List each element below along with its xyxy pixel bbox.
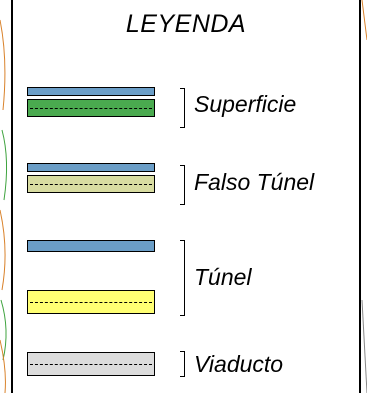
viaducto-label: Viaducto [194,351,284,377]
falso-tunel-swatch [27,163,155,205]
tunel-swatch [27,240,155,320]
tunel-top-band [27,240,155,252]
falso-tunel-bracket [180,165,185,205]
legend-box: LEYENDA [11,0,361,393]
viaducto-centerline [30,364,152,365]
tunel-bottom-band [27,290,155,314]
falso-tunel-label: Falso Túnel [194,169,315,195]
viaducto-bracket [180,351,185,377]
viaducto-swatch [27,352,155,376]
tunel-bracket [180,240,185,316]
viaducto-band [27,352,155,376]
superficie-centerline [30,108,152,109]
tunel-centerline [30,302,152,303]
falso-tunel-centerline [30,184,152,185]
superficie-swatch [27,87,155,129]
falso-tunel-bottom-band [27,175,155,193]
superficie-label: Superficie [194,91,297,117]
superficie-bottom-band [27,99,155,117]
superficie-bracket [180,88,185,128]
legend-title: LEYENDA [125,10,247,38]
tunel-label: Túnel [194,264,252,290]
falso-tunel-top-band [27,163,155,172]
superficie-top-band [27,87,155,96]
